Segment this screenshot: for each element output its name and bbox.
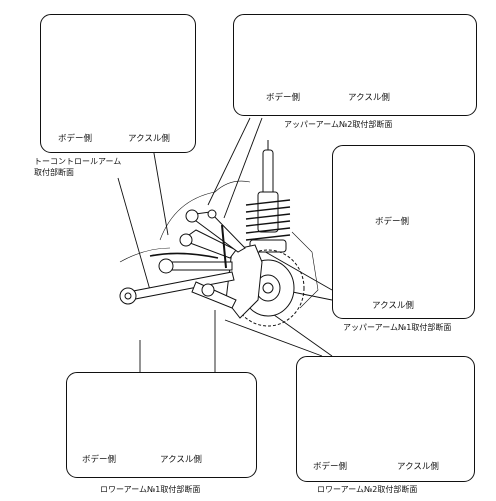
upper-no2-axle-label: アクスル側 <box>348 93 390 103</box>
lower-no1-body-label: ボデー側 <box>82 455 117 465</box>
toe-control-axle-label: アクスル側 <box>128 134 170 144</box>
upper-no2-caption: アッパーアーム№2取付部断面 <box>284 120 393 129</box>
upper-no1-caption: アッパーアーム№1取付部断面 <box>343 323 452 332</box>
upper-no2-panel <box>233 14 477 116</box>
upper-no1-body-label: ボデー側 <box>375 217 410 227</box>
toe-control-body-label: ボデー側 <box>58 134 93 144</box>
upper-no1-axle-label: アクスル側 <box>372 301 414 311</box>
toe-control-caption-line1: トーコントロールアーム <box>34 157 122 166</box>
lower-no2-body-label: ボデー側 <box>313 462 348 472</box>
upper-no1-panel <box>332 145 475 319</box>
lower-no2-caption: ロワーアーム№2取付部断面 <box>317 485 418 494</box>
lower-no2-panel <box>296 356 475 482</box>
lower-no2-axle-label: アクスル側 <box>397 462 439 472</box>
upper-no2-body-label: ボデー側 <box>266 93 301 103</box>
lower-no1-caption: ロワーアーム№1取付部断面 <box>100 485 201 494</box>
toe-control-panel <box>40 14 196 153</box>
toe-control-caption-line2: 取付部断面 <box>34 168 74 177</box>
rear-suspension-assembly <box>119 140 319 327</box>
lower-no1-panel <box>66 372 257 478</box>
lower-no1-axle-label: アクスル側 <box>160 455 202 465</box>
